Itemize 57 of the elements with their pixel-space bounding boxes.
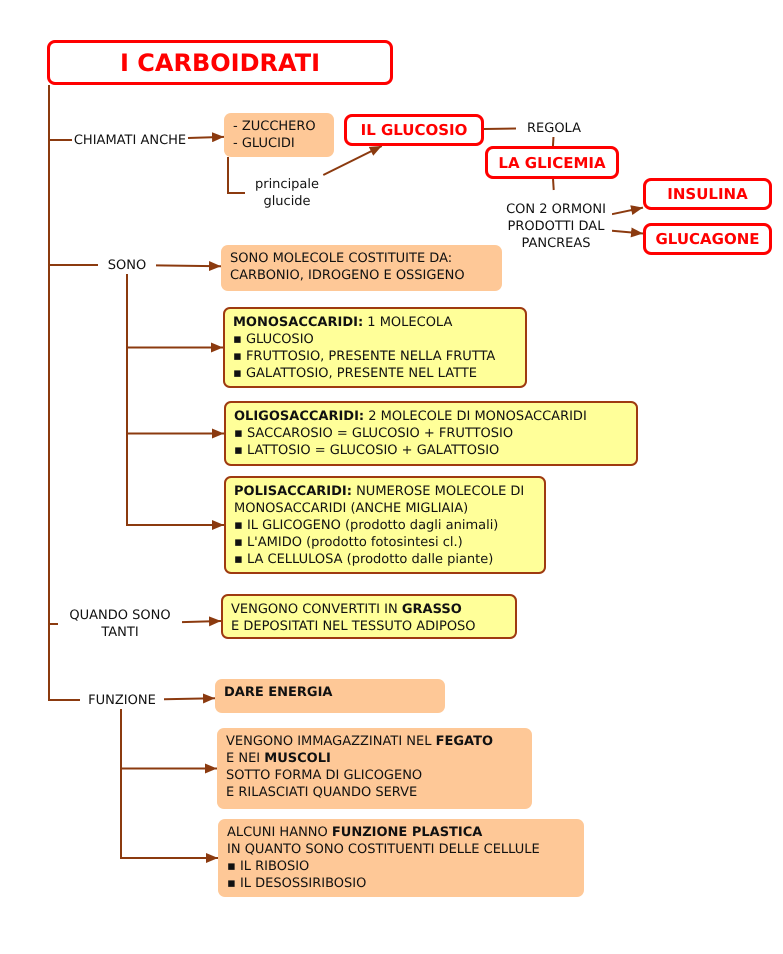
box-text: SONO MOLECOLE COSTITUITE DA: CARBONIO, IDROGENO E OSSIGENO — [230, 250, 466, 284]
box-text: E RILASCIATI QUANDO SERVE — [226, 784, 418, 801]
connector-arrow — [156, 261, 222, 272]
concept-box — [643, 223, 772, 255]
concept-label: IL GLUCOSIO — [360, 121, 468, 139]
info-box — [224, 113, 334, 157]
box-text: ▪ LATTOSIO = GLUCOSIO + GALATTOSIO — [234, 442, 500, 459]
concept-label: GLUCAGONE — [656, 230, 760, 248]
box-text: ▪ L'AMIDO (prodotto fotosintesi cl.) — [234, 534, 464, 551]
box-text: ▪ IL DESOSSIRIBOSIO — [227, 875, 368, 892]
box-text: DARE ENERGIA — [224, 684, 334, 701]
category-box — [224, 401, 638, 466]
concept-label: LA GLICEMIA — [498, 154, 606, 172]
category-box — [224, 476, 546, 574]
info-box — [218, 819, 584, 897]
box-text: - GLUCIDI — [233, 135, 296, 152]
info-box — [221, 245, 502, 291]
connector-arrow — [182, 616, 222, 626]
concept-label: INSULINA — [667, 185, 748, 203]
info-box — [217, 728, 532, 809]
connector-arrow — [322, 145, 382, 176]
box-text: IN QUANTO SONO COSTITUENTI DELLE CELLULE — [227, 841, 541, 858]
box-text: SOTTO FORMA DI GLICOGENO — [226, 767, 424, 784]
box-text: OLIGOSACCARIDI: 2 MOLECOLE DI MONOSACCARIDI — [234, 408, 588, 425]
box-text: E NEI MUSCOLI — [226, 750, 332, 767]
box-text: ALCUNI HANNO FUNZIONE PLASTICA — [227, 824, 484, 841]
category-box — [223, 307, 527, 388]
concept-box — [485, 146, 619, 179]
box-text: POLISACCARIDI: NUMEROSE MOLECOLE DI MONOSACCARIDI (ANCHE MIGLIAIA) — [234, 483, 526, 517]
title-box — [47, 40, 393, 85]
concept-box — [643, 178, 772, 210]
connector-arrow — [612, 227, 644, 238]
box-text: ▪ IL RIBOSIO — [227, 858, 310, 875]
box-text: ▪ GLUCOSIO — [233, 331, 315, 348]
box-text: MONOSACCARIDI: 1 MOLECOLA — [233, 314, 454, 331]
connector-line — [552, 136, 554, 146]
box-text: E DEPOSITATI NEL TESSUTO ADIPOSO — [231, 618, 477, 635]
connector-line — [484, 128, 516, 130]
connector-line — [552, 178, 555, 190]
box-text: VENGONO CONVERTITI IN GRASSO — [231, 601, 463, 618]
connector-arrow — [120, 709, 218, 863]
connector-line — [227, 157, 245, 194]
box-text: - ZUCCHERO — [233, 118, 317, 135]
box-text: VENGONO IMMAGAZZINATI NEL FEGATO — [226, 733, 494, 750]
connector-arrow — [126, 274, 224, 530]
connector-arrow — [164, 693, 216, 704]
info-box — [215, 679, 445, 713]
category-box — [221, 594, 517, 639]
box-text: ▪ SACCAROSIO = GLUCOSIO + FRUTTOSIO — [234, 425, 514, 442]
box-text: ▪ IL GLICOGENO (prodotto dagli animali) — [234, 517, 500, 534]
concept-box — [344, 114, 484, 146]
connector-arrow — [188, 132, 224, 142]
box-text: ▪ GALATTOSIO, PRESENTE NEL LATTE — [233, 365, 478, 382]
box-text: ▪ LA CELLULOSA (prodotto dalle piante) — [234, 551, 494, 568]
box-text: ▪ FRUTTOSIO, PRESENTE NELLA FRUTTA — [233, 348, 496, 365]
title-text: I CARBOIDRATI — [120, 48, 320, 76]
connector-arrow — [612, 205, 644, 216]
